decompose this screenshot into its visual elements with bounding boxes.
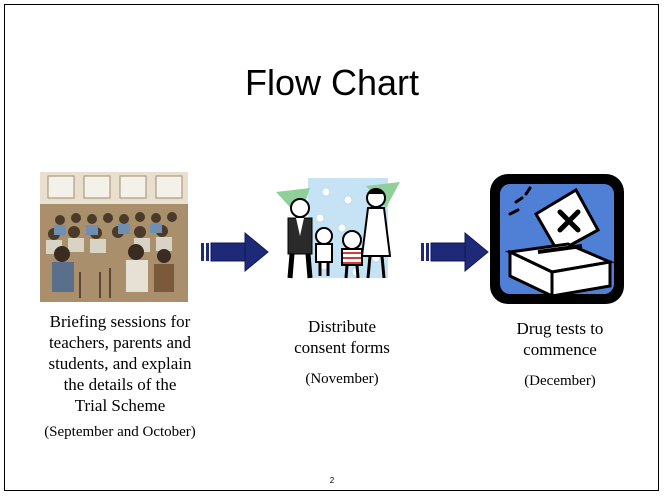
step-1-caption: Briefing sessions for teachers, parents … xyxy=(20,311,220,443)
step-1-line: teachers, parents and xyxy=(48,333,192,352)
step-3-timeframe: (December) xyxy=(524,373,596,389)
step-1-line: Briefing sessions for xyxy=(49,312,191,331)
briefing-photo xyxy=(40,172,188,302)
step-2-line: Distribute xyxy=(308,317,376,336)
ballot-box-icon xyxy=(490,174,624,304)
step-3-line: Drug tests to xyxy=(516,319,604,338)
step-3-caption: Drug tests to commence (December) xyxy=(470,318,650,392)
arrow-right-icon xyxy=(421,232,489,272)
family-clipart-image xyxy=(276,178,400,279)
step-1-timeframe: (September and October) xyxy=(44,424,196,440)
step-2-line: consent forms xyxy=(294,338,390,357)
step-1-line: Trial Scheme xyxy=(74,396,166,415)
step-1-line: the details of the xyxy=(63,375,177,394)
step-1-line: students, and explain xyxy=(48,354,192,373)
step-2-caption: Distribute consent forms (November) xyxy=(252,316,432,390)
step-2-timeframe: (November) xyxy=(305,371,379,387)
arrow-right-icon xyxy=(201,232,269,272)
slide-frame xyxy=(4,4,659,491)
slide-title: Flow Chart xyxy=(244,62,420,103)
page-number: 2 xyxy=(329,476,335,485)
step-3-line: commence xyxy=(523,340,597,359)
